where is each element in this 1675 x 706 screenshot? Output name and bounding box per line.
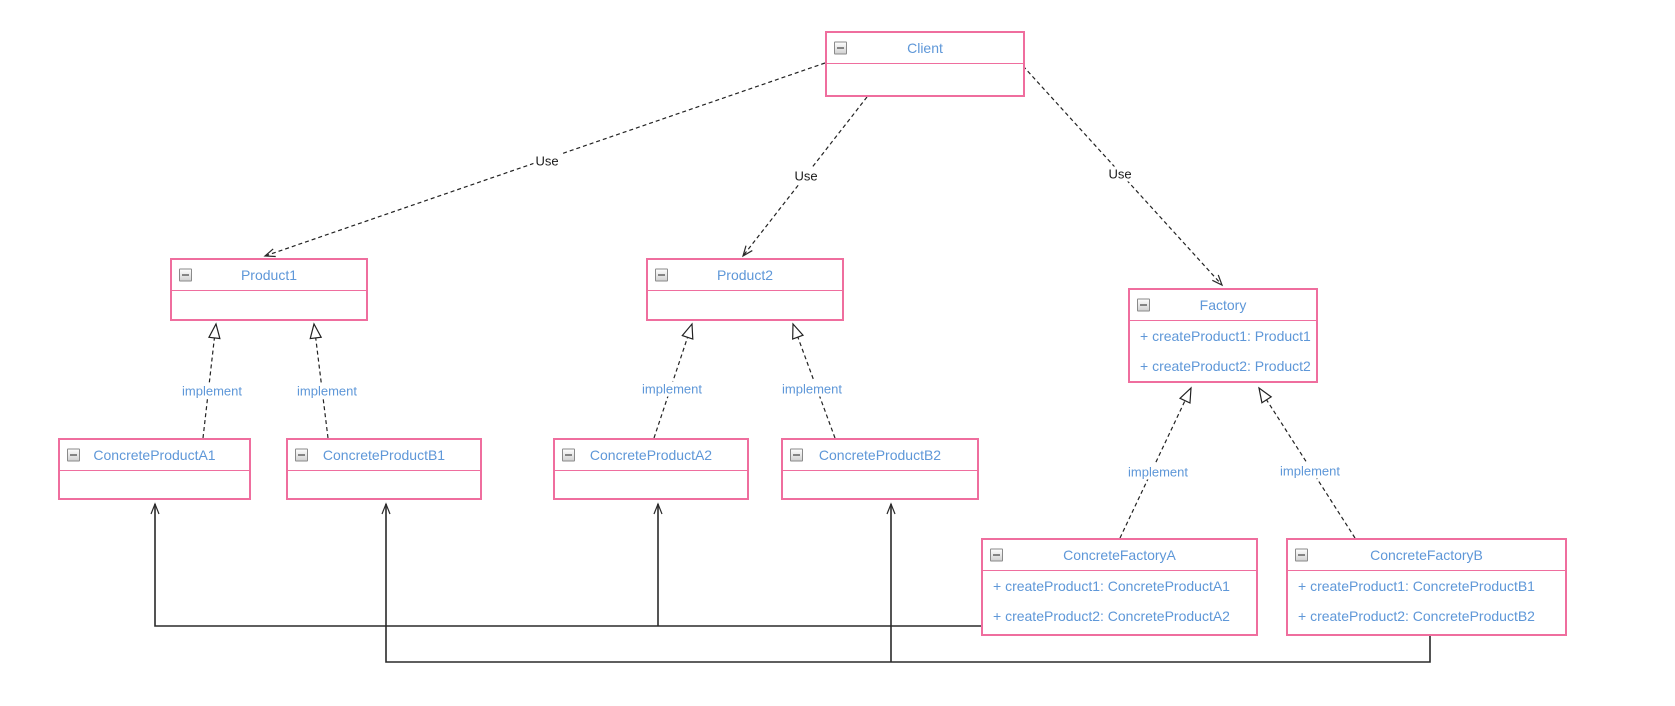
- edge-label-implement-cpb2[interactable]: implement: [780, 381, 844, 397]
- class-concrete-factory-b-title: ConcreteFactoryB: [1288, 540, 1565, 571]
- class-product2[interactable]: Product2: [646, 258, 844, 321]
- class-name: Product2: [716, 267, 774, 283]
- class-name: Product1: [240, 267, 298, 283]
- class-concrete-factory-a-title: ConcreteFactoryA: [983, 540, 1256, 571]
- collapse-minus-icon[interactable]: [990, 548, 1003, 562]
- class-concrete-product-a1[interactable]: ConcreteProductA1: [58, 438, 251, 500]
- class-factory[interactable]: Factory + createProduct1: Product1 + cre…: [1128, 288, 1318, 383]
- edge-implement-cpb2-product2[interactable]: [792, 322, 836, 439]
- class-name: Client: [907, 40, 943, 56]
- edge-label-use-product2[interactable]: Use: [792, 168, 820, 184]
- edge-label-use-product1[interactable]: Use: [533, 153, 561, 169]
- edge-create-cfa-cpa1[interactable]: [150, 502, 981, 627]
- class-concrete-factory-a-body: + createProduct1: ConcreteProductA1 + cr…: [983, 571, 1256, 631]
- class-concrete-product-a1-title: ConcreteProductA1: [60, 440, 249, 471]
- class-name: ConcreteFactoryB: [1370, 547, 1483, 563]
- class-client[interactable]: Client: [825, 31, 1025, 97]
- collapse-minus-icon[interactable]: [562, 448, 575, 462]
- class-concrete-product-b2[interactable]: ConcreteProductB2: [781, 438, 979, 500]
- class-product2-title: Product2: [648, 260, 842, 291]
- class-concrete-product-a2[interactable]: ConcreteProductA2: [553, 438, 749, 500]
- class-concrete-product-a2-title: ConcreteProductA2: [555, 440, 747, 471]
- class-name: ConcreteFactoryA: [1063, 547, 1176, 563]
- collapse-minus-icon[interactable]: [1295, 548, 1308, 562]
- collapse-minus-icon[interactable]: [655, 268, 668, 282]
- edge-implement-cfb-factory[interactable]: [1258, 386, 1356, 539]
- edge-label-implement-cfa[interactable]: implement: [1126, 464, 1190, 480]
- edge-label-implement-cpa1[interactable]: implement: [180, 383, 244, 399]
- class-member: + createProduct2: ConcreteProductB2: [1298, 608, 1535, 624]
- edge-implement-cpb1-product1[interactable]: [309, 322, 329, 439]
- edge-label-implement-cfb[interactable]: implement: [1278, 463, 1342, 479]
- edge-implement-cfa-factory[interactable]: [1119, 386, 1192, 539]
- collapse-minus-icon[interactable]: [295, 448, 308, 462]
- class-product1-title: Product1: [172, 260, 366, 291]
- class-concrete-factory-b[interactable]: ConcreteFactoryB + createProduct1: Concr…: [1286, 538, 1567, 636]
- edge-implement-cpa2-product2[interactable]: [653, 322, 694, 439]
- class-member: + createProduct1: Product1: [1140, 328, 1311, 344]
- class-concrete-product-b1-title: ConcreteProductB1: [288, 440, 480, 471]
- collapse-minus-icon[interactable]: [834, 41, 847, 55]
- class-name: ConcreteProductA1: [93, 447, 216, 463]
- class-concrete-product-b1[interactable]: ConcreteProductB1: [286, 438, 482, 500]
- collapse-minus-icon[interactable]: [179, 268, 192, 282]
- class-name: ConcreteProductB1: [322, 447, 446, 463]
- class-concrete-factory-b-body: + createProduct1: ConcreteProductB1 + cr…: [1288, 571, 1565, 631]
- class-product1[interactable]: Product1: [170, 258, 368, 321]
- edge-implement-cpa1-product1[interactable]: [202, 322, 221, 439]
- class-factory-body: + createProduct1: Product1 + createProdu…: [1130, 321, 1316, 381]
- class-name: ConcreteProductB2: [818, 447, 942, 463]
- class-concrete-factory-a[interactable]: ConcreteFactoryA + createProduct1: Concr…: [981, 538, 1258, 636]
- class-member: + createProduct2: Product2: [1140, 358, 1311, 374]
- edge-label-use-factory[interactable]: Use: [1106, 166, 1134, 182]
- class-member: + createProduct1: ConcreteProductB1: [1298, 578, 1535, 594]
- class-client-title: Client: [827, 33, 1023, 64]
- class-member: + createProduct2: ConcreteProductA2: [993, 608, 1230, 624]
- edge-create-cfb-cpb1[interactable]: [381, 502, 1431, 663]
- edge-label-implement-cpb1[interactable]: implement: [295, 383, 359, 399]
- collapse-minus-icon[interactable]: [67, 448, 80, 462]
- collapse-minus-icon[interactable]: [1137, 298, 1150, 312]
- edge-label-implement-cpa2[interactable]: implement: [640, 381, 704, 397]
- class-name: ConcreteProductA2: [589, 447, 713, 463]
- class-concrete-product-b2-title: ConcreteProductB2: [783, 440, 977, 471]
- class-member: + createProduct1: ConcreteProductA1: [993, 578, 1230, 594]
- class-name: Factory: [1199, 297, 1247, 313]
- collapse-minus-icon[interactable]: [790, 448, 803, 462]
- class-factory-title: Factory: [1130, 290, 1316, 321]
